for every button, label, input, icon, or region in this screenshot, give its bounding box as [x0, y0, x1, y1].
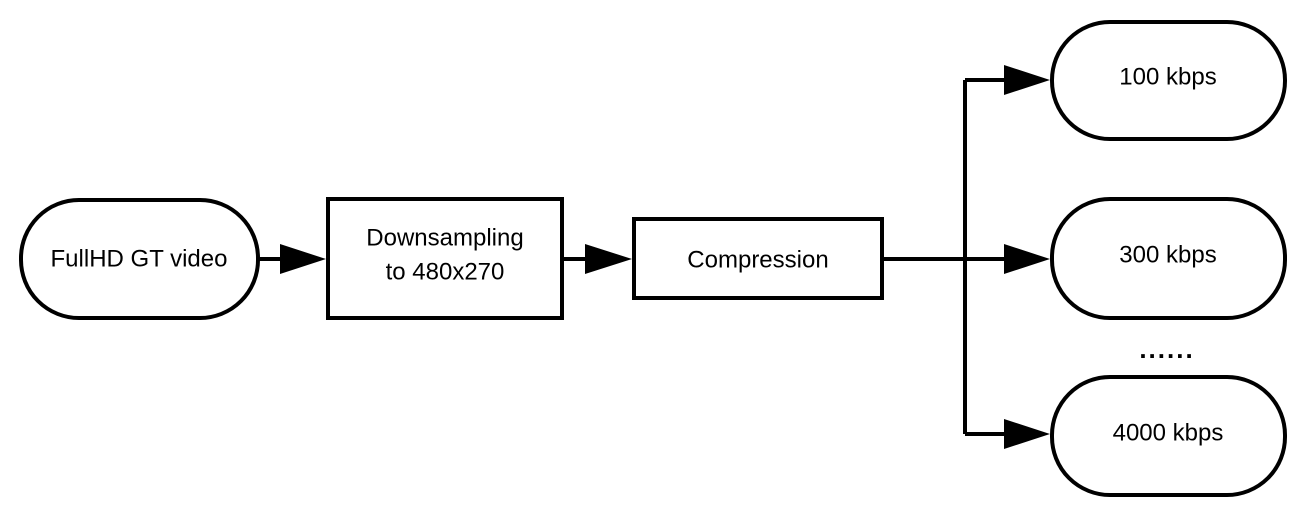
node-downsampling-label-line2: to 480x270 — [386, 258, 505, 285]
node-output-100: 100 kbps — [1050, 20, 1287, 141]
node-output-300-shape — [1050, 197, 1287, 320]
arrowhead-to-downsampling — [280, 244, 326, 274]
node-output-100-shape — [1050, 20, 1287, 141]
node-source: FullHD GT video — [19, 198, 260, 320]
node-downsampling: Downsampling to 480x270 — [326, 197, 564, 320]
node-compression: Compression — [632, 217, 884, 300]
node-output-4000: 4000 kbps — [1050, 375, 1287, 497]
node-output-300-label: 300 kbps — [1119, 241, 1216, 268]
arrowheads — [280, 65, 1050, 449]
node-output-4000-shape — [1050, 375, 1287, 497]
node-compression-label: Compression — [687, 246, 828, 273]
node-source-label: FullHD GT video — [51, 245, 228, 272]
arrowhead-to-compression — [585, 244, 632, 274]
node-source-shape — [19, 198, 260, 320]
node-downsampling-shape — [326, 197, 564, 320]
node-compression-shape — [632, 217, 884, 300]
node-output-300: 300 kbps — [1050, 197, 1287, 320]
arrowhead-to-4000 — [1004, 419, 1050, 449]
connectors — [258, 78, 1010, 436]
node-downsampling-label-line1: Downsampling — [366, 224, 523, 251]
arrowhead-to-300 — [1004, 244, 1050, 274]
node-output-100-label: 100 kbps — [1119, 63, 1216, 90]
node-output-4000-label: 4000 kbps — [1113, 419, 1224, 446]
arrowhead-to-100 — [1004, 65, 1050, 95]
ellipsis-label: ...... — [1139, 334, 1194, 364]
